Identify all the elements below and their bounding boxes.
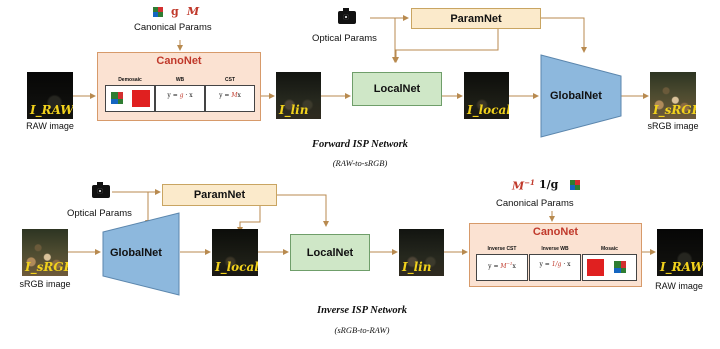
localnet-label: LocalNet xyxy=(306,246,354,259)
inverse-cst-matrix: M xyxy=(500,263,507,270)
raw-image-caption: RAW image xyxy=(26,121,74,131)
lin-image: I_lin xyxy=(276,72,321,119)
inverse-cst-formula-part: y = xyxy=(488,263,501,270)
inverse-title: Inverse ISP Network xyxy=(316,305,408,316)
inverse-cst-title: Inverse CST xyxy=(487,246,517,252)
cst-formula-part: y = xyxy=(219,92,232,99)
globalnet-box xyxy=(540,54,622,138)
mosaic-pattern-icon xyxy=(614,261,628,275)
raw-symbol: I_RAW xyxy=(30,103,73,117)
canonet-title: CanoNet xyxy=(156,55,202,67)
canonical-g-inverse-symbol: 1/g xyxy=(539,178,559,191)
inverse-cst-cell: Inverse CST y = M−1x xyxy=(476,246,528,281)
red-square-icon xyxy=(587,259,604,276)
cst-formula-matrix: M xyxy=(231,92,238,99)
inverse-wb-cell: Inverse WB y = 1/g · x xyxy=(529,246,581,281)
raw-symbol: I_RAW xyxy=(660,260,703,274)
raw-image-caption: RAW image xyxy=(655,281,703,291)
forward-subtitle: (RAW-to-sRGB) xyxy=(332,158,388,168)
srgb-symbol: I_sRGB xyxy=(653,103,696,117)
red-square-icon xyxy=(132,90,150,107)
paramnet-box: ParamNet xyxy=(411,8,541,29)
canonical-m-symbol: M xyxy=(187,5,200,18)
inverse-wb-formula: y = 1/g · x xyxy=(530,261,580,268)
cst-title: CST xyxy=(225,77,235,83)
wb-formula-part: y = xyxy=(167,92,180,99)
inverse-wb-formula-part: · x xyxy=(561,261,571,268)
inverse-cst-formula: y = M−1x xyxy=(477,261,527,270)
canonet-box: CanoNet Demosaic WB y = g · x CST y = Mx xyxy=(97,52,261,121)
wb-formula: y = g · x xyxy=(156,92,204,99)
cst-cell: CST y = Mx xyxy=(205,77,255,112)
canonet-box: CanoNet Inverse CST y = M−1x Inverse WB … xyxy=(469,223,642,287)
globalnet-label: GlobalNet xyxy=(110,247,162,259)
localnet-box: LocalNet xyxy=(290,234,370,271)
canonical-m-symbol: M xyxy=(512,179,525,193)
lin-image: I_lin xyxy=(399,229,444,276)
forward-title: Forward ISP Network xyxy=(312,139,408,150)
localnet-label: LocalNet xyxy=(373,83,421,95)
srgb-symbol: I_sRGB xyxy=(25,260,68,274)
canonical-g-symbol: g xyxy=(171,5,179,18)
inverse-wb-title: Inverse WB xyxy=(541,246,569,252)
globalnet-box xyxy=(102,212,180,296)
canonical-m-exponent: −1 xyxy=(524,178,535,187)
local-image: I_local xyxy=(212,229,258,276)
mosaic-title: Mosaic xyxy=(601,246,618,252)
mosaic-cell: Mosaic xyxy=(582,246,637,281)
raw-output-image: I_RAW xyxy=(657,229,703,276)
srgb-image-caption: sRGB image xyxy=(19,279,71,289)
local-image: I_local xyxy=(464,72,509,119)
canonical-m-inverse-symbol: M−1 xyxy=(512,178,535,193)
mosaic-icon xyxy=(153,7,163,17)
canonical-params-label: Canonical Params xyxy=(496,198,574,209)
raw-input-image: I_RAW xyxy=(27,72,73,119)
optical-params-label: Optical Params xyxy=(67,208,132,219)
srgb-input-image: I_sRGB xyxy=(22,229,68,276)
demosaic-title: Demosaic xyxy=(118,77,142,83)
globalnet-label: GlobalNet xyxy=(550,90,602,102)
inverse-cst-exponent: −1 xyxy=(506,261,513,266)
wb-formula-part: · x xyxy=(183,92,193,99)
wb-cell: WB y = g · x xyxy=(155,77,205,112)
local-symbol: I_local xyxy=(215,260,258,274)
canonet-title: CanoNet xyxy=(532,226,579,238)
lin-symbol: I_lin xyxy=(279,103,309,117)
optical-params-label: Optical Params xyxy=(312,33,377,44)
paramnet-label: ParamNet xyxy=(450,12,502,25)
cst-formula-part: x xyxy=(237,92,241,99)
srgb-output-image: I_sRGB xyxy=(650,72,696,119)
inverse-subtitle: (sRGB-to-RAW) xyxy=(334,325,390,335)
srgb-image-caption: sRGB image xyxy=(647,121,699,131)
paramnet-box: ParamNet xyxy=(162,184,277,206)
wb-formula-gain: g xyxy=(179,92,184,99)
camera-icon xyxy=(92,182,110,198)
camera-icon xyxy=(338,8,356,24)
inverse-wb-formula-part: y = xyxy=(539,261,552,268)
wb-title: WB xyxy=(175,77,185,83)
paramnet-label: ParamNet xyxy=(193,189,246,201)
demosaic-cell: Demosaic xyxy=(105,77,155,112)
local-symbol: I_local xyxy=(467,103,509,117)
canonical-params-label: Canonical Params xyxy=(134,22,212,33)
mosaic-pattern-icon xyxy=(111,92,125,106)
inverse-cst-formula-part: x xyxy=(512,263,516,270)
mosaic-icon xyxy=(570,180,580,190)
inverse-wb-gain: 1/g xyxy=(551,261,562,268)
cst-formula: y = Mx xyxy=(206,92,254,99)
localnet-box: LocalNet xyxy=(352,72,442,106)
lin-symbol: I_lin xyxy=(402,260,432,274)
